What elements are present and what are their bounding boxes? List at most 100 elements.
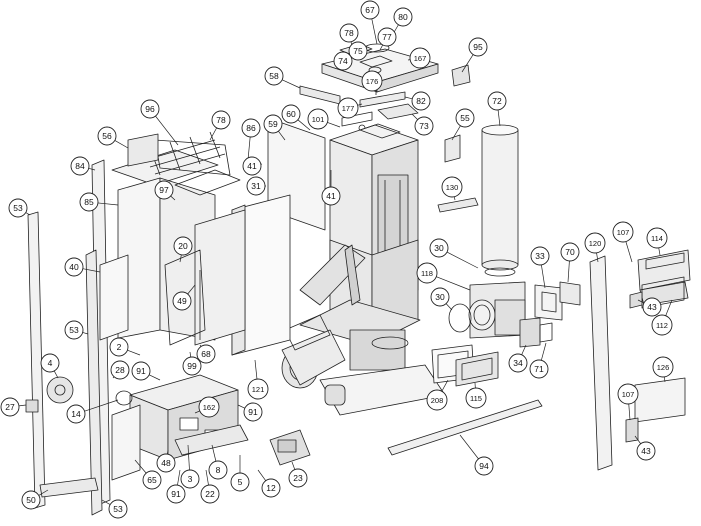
- callout-c-77: 77: [378, 28, 396, 46]
- callout-c-72: 72: [488, 92, 506, 110]
- leader-line-c-73: [412, 114, 418, 120]
- callout-label: 14: [71, 409, 81, 419]
- callout-label: 78: [344, 28, 354, 38]
- callout-c-91c: 91: [167, 485, 185, 503]
- callout-label: 28: [115, 365, 125, 375]
- callout-c-91a: 91: [132, 362, 150, 380]
- callout-label: 73: [419, 121, 429, 131]
- callout-label: 27: [5, 402, 15, 412]
- callout-c-74: 74: [334, 52, 352, 70]
- leader-line-c-91c: [177, 470, 180, 485]
- callout-c-85: 85: [80, 193, 98, 211]
- callout-c-99: 99: [183, 357, 201, 375]
- callout-label: 70: [565, 247, 575, 257]
- callout-label: 72: [492, 96, 502, 106]
- callout-label: 41: [326, 191, 336, 201]
- callout-label: 91: [136, 366, 146, 376]
- callout-c-118: 118: [417, 263, 437, 283]
- callout-label: 77: [382, 32, 392, 42]
- callout-c-101: 101: [308, 109, 328, 129]
- callout-c-5: 5: [231, 473, 249, 491]
- leader-line-c-30a: [447, 252, 478, 268]
- callout-c-65: 65: [143, 471, 161, 489]
- callout-label: 107: [622, 390, 635, 399]
- callout-label: 94: [479, 461, 489, 471]
- leader-line-c-4: [54, 371, 58, 378]
- callout-label: 65: [147, 475, 157, 485]
- callout-label: 56: [102, 131, 112, 141]
- callout-c-27: 27: [1, 398, 19, 416]
- leader-line-c-86: [248, 137, 250, 160]
- callout-c-78a: 78: [340, 24, 358, 42]
- callout-c-2: 2: [110, 338, 128, 356]
- callout-label: 162: [203, 403, 216, 412]
- callout-c-55: 55: [456, 109, 474, 127]
- callout-c-68: 68: [197, 345, 215, 363]
- callout-label: 34: [513, 358, 523, 368]
- callout-c-121: 121: [248, 379, 268, 399]
- leader-line-c-72: [498, 110, 500, 126]
- callout-label: 107: [617, 228, 630, 237]
- callout-c-71: 71: [530, 360, 548, 378]
- callout-label: 58: [269, 71, 279, 81]
- callout-label: 71: [534, 364, 544, 374]
- callout-c-84: 84: [71, 157, 89, 175]
- leader-line-c-91b: [238, 405, 245, 408]
- callout-c-78b: 78: [212, 111, 230, 129]
- callout-c-80: 80: [394, 8, 412, 26]
- callout-label: 3: [188, 474, 193, 484]
- callout-c-50: 50: [22, 491, 40, 509]
- callout-label: 20: [178, 241, 188, 251]
- callout-label: 60: [286, 109, 296, 119]
- callout-label: 8: [216, 465, 221, 475]
- callout-c-40: 40: [65, 258, 83, 276]
- callout-c-20: 20: [174, 237, 192, 255]
- callout-label: 114: [651, 234, 663, 243]
- callout-c-112: 112: [652, 315, 672, 335]
- callout-label: 177: [342, 104, 355, 113]
- callout-label: 91: [248, 407, 258, 417]
- callout-c-12: 12: [262, 479, 280, 497]
- leader-line-c-56: [115, 140, 128, 148]
- callout-c-53a: 53: [9, 199, 27, 217]
- callout-c-82: 82: [412, 92, 430, 110]
- leader-line-c-71: [541, 343, 546, 360]
- callout-c-31: 31: [247, 177, 265, 195]
- callout-c-130: 130: [442, 177, 462, 197]
- callout-c-58: 58: [265, 67, 283, 85]
- callout-label: 33: [535, 251, 545, 261]
- callout-c-96: 96: [141, 100, 159, 118]
- callout-c-33: 33: [531, 247, 549, 265]
- flue-assembly: [438, 65, 580, 347]
- callout-label: 49: [177, 296, 187, 306]
- callout-label: 31: [251, 181, 261, 191]
- callout-label: 126: [657, 363, 670, 372]
- callout-c-97: 97: [155, 181, 173, 199]
- callout-c-48: 48: [157, 454, 175, 472]
- callout-c-167: 167: [410, 48, 430, 68]
- callout-c-86: 86: [242, 119, 260, 137]
- callout-label: 91: [171, 489, 181, 499]
- callout-c-177: 177: [338, 98, 358, 118]
- callout-label: 22: [205, 489, 215, 499]
- callout-label: 112: [656, 321, 668, 330]
- right-side-parts: [590, 250, 690, 470]
- callout-label: 30: [435, 292, 445, 302]
- callout-label: 41: [247, 161, 257, 171]
- callout-label: 23: [293, 473, 303, 483]
- callout-c-28: 28: [111, 361, 129, 379]
- leader-line-c-101: [326, 122, 340, 127]
- callout-c-4: 4: [41, 354, 59, 372]
- callout-c-70: 70: [561, 243, 579, 261]
- callout-c-14: 14: [67, 405, 85, 423]
- leader-line-c-23: [292, 462, 295, 470]
- callout-label: 176: [366, 77, 379, 86]
- callout-c-49: 49: [173, 292, 191, 310]
- callout-label: 130: [446, 183, 459, 192]
- leader-line-c-99: [190, 352, 191, 357]
- callout-label: 84: [75, 161, 85, 171]
- callout-c-53b: 53: [65, 321, 83, 339]
- callout-label: 167: [414, 54, 427, 63]
- callout-c-107a: 107: [613, 222, 633, 242]
